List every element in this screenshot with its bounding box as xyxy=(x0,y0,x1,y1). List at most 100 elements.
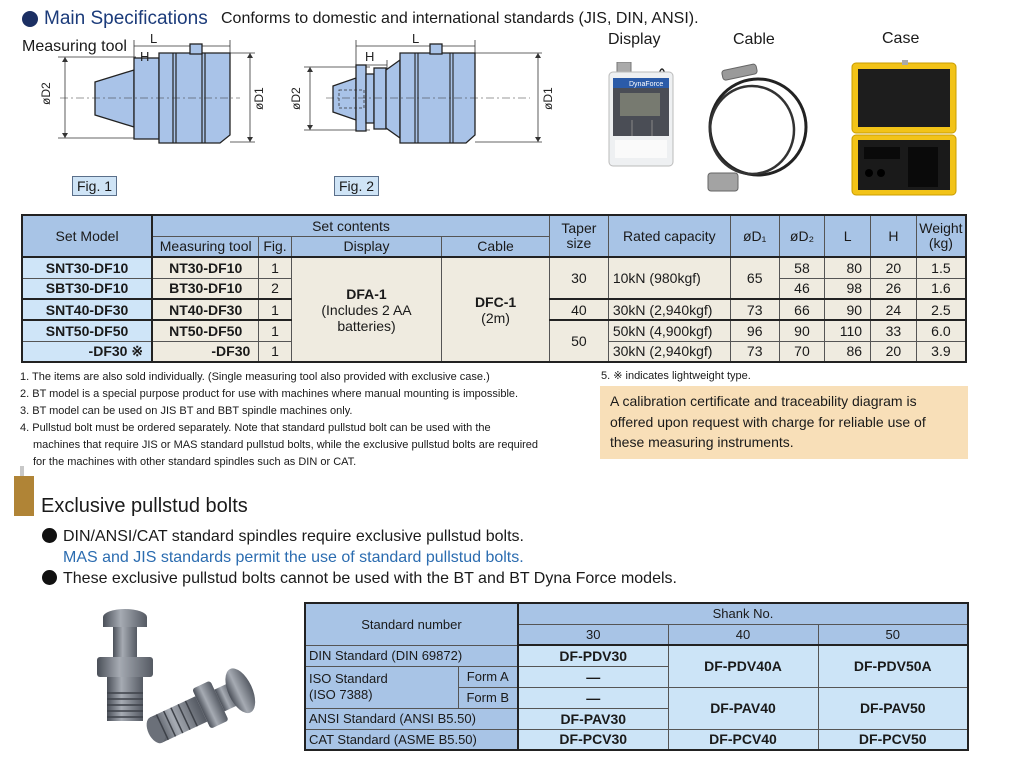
d2-cell: 66 xyxy=(778,298,826,321)
display-brand: DynaForce xyxy=(629,81,663,88)
bullet-1-subtext: MAS and JIS standards permit the use of … xyxy=(63,549,524,566)
h-cell: 24 xyxy=(870,298,917,321)
weight-cell: 3.9 xyxy=(915,340,967,363)
fig-cell: 2 xyxy=(258,277,292,300)
tool-cell: NT30-DF10 xyxy=(151,256,260,279)
l-cell: 86 xyxy=(824,340,872,363)
bullet-dot-icon xyxy=(42,570,57,585)
svg-text:H: H xyxy=(140,49,149,64)
measuring-tool-label: Measuring tool xyxy=(22,38,127,55)
note-4-cont: for the machines with other standard spi… xyxy=(33,456,357,468)
bullet-2-text: These exclusive pullstud bolts cannot be… xyxy=(63,570,677,587)
pullstud-bolt-image xyxy=(97,609,256,744)
display-cell: DFA-1 (Includes 2 AA batteries) xyxy=(290,256,443,363)
note-3: 3. BT model can be used on JIS BT and BB… xyxy=(20,405,353,417)
calibration-notice: A calibration certificate and traceabili… xyxy=(600,386,968,459)
din-50-cell: DF-PDV50A xyxy=(817,644,969,688)
table-row: SNT40-DF30 NT40-DF30 1 40 30kN (2,940kgf… xyxy=(21,298,967,321)
tool-cell: BT30-DF10 xyxy=(151,277,260,300)
ansi-30-cell: DF-PAV30 xyxy=(517,707,669,730)
cable-cell: DFC-1 (2m) xyxy=(441,256,550,363)
weight-cell: 6.0 xyxy=(915,319,967,342)
header-set-model: Set Model xyxy=(21,214,153,258)
capacity-cell: 50kN (4,900kgf) xyxy=(607,319,731,342)
taper-cell: 30 xyxy=(548,256,609,300)
tool-cell: NT50-DF50 xyxy=(151,319,260,342)
header-set-contents: Set contents xyxy=(151,214,550,237)
l-cell: 80 xyxy=(824,256,872,279)
d2-cell: 46 xyxy=(778,277,826,300)
weight-cell: 1.6 xyxy=(915,277,967,300)
fig-cell: 1 xyxy=(258,340,292,363)
h-cell: 26 xyxy=(870,277,917,300)
note-4-cont: machines that require JIS or MAS standar… xyxy=(33,439,539,451)
d2-cell: 58 xyxy=(778,256,826,279)
pullstud-section-title: Exclusive pullstud bolts xyxy=(41,495,248,517)
note-4: 4. Pullstud bolt must be ordered separat… xyxy=(20,422,491,434)
svg-text:H: H xyxy=(365,49,374,64)
case-image xyxy=(851,60,957,196)
iso-a-30-cell: — xyxy=(517,665,669,688)
fig2-label: Fig. 2 xyxy=(334,176,380,196)
header-shank-no: Shank No. xyxy=(517,602,969,625)
fig2-drawing: L H øD2 øD1 xyxy=(290,31,555,144)
iso-b-30-cell: — xyxy=(517,686,669,709)
table-row: ANSI Standard (ANSI B5.50) DF-PAV30 xyxy=(304,707,968,730)
table-row: -DF30 ※ -DF30 1 30kN (2,940kgf) 73 70 86… xyxy=(21,340,967,363)
h-cell: 20 xyxy=(870,340,917,363)
set-model-cell: SNT40-DF30 xyxy=(21,298,153,321)
form-a-label: Form A xyxy=(457,665,519,688)
d1-cell: 65 xyxy=(729,256,780,300)
pav-40-cell: DF-PAV40 xyxy=(667,686,819,730)
header-d2: øD₂ xyxy=(778,214,826,258)
standard-cat: CAT Standard (ASME B5.50) xyxy=(304,728,519,751)
capacity-cell: 10kN (980kgf) xyxy=(607,256,731,300)
fig-cell: 1 xyxy=(258,256,292,279)
weight-cell: 1.5 xyxy=(915,256,967,279)
fig-cell: 1 xyxy=(258,319,292,342)
note-2: 2. BT model is a special purpose product… xyxy=(20,388,519,400)
fig-cell: 1 xyxy=(258,298,292,321)
display-model: DFA-1 xyxy=(346,285,387,302)
note-1: 1. The items are also sold individually.… xyxy=(20,371,490,383)
d1-cell: 96 xyxy=(729,319,780,342)
pav-50-cell: DF-PAV50 xyxy=(817,686,969,730)
table-row: Form B — DF-PAV40 DF-PAV50 xyxy=(305,686,969,730)
header-shank-40: 40 xyxy=(667,623,819,646)
spec-table: Set Model Set contents Taper size Rated … xyxy=(21,214,967,363)
svg-text:L: L xyxy=(150,31,157,46)
taper-cell: 40 xyxy=(548,298,609,321)
d2-cell: 70 xyxy=(778,340,826,363)
header-l: L xyxy=(824,214,872,258)
case-label: Case xyxy=(882,30,920,47)
d2-cell: 90 xyxy=(778,319,826,342)
note-5: 5. ※ indicates lightweight type. xyxy=(601,370,751,382)
table-row: SNT50-DF50 NT50-DF50 1 50 50kN (4,900kgf… xyxy=(21,319,967,363)
header-shank-30: 30 xyxy=(517,623,669,646)
din-30-cell: DF-PDV30 xyxy=(517,644,669,667)
set-model-cell: SBT30-DF10 xyxy=(21,277,153,300)
standard-ansi: ANSI Standard (ANSI B5.50) xyxy=(304,707,519,730)
table-row: SNT30-DF10 NT30-DF10 1 DFA-1 (Includes 2… xyxy=(21,256,967,363)
bullet-dot-icon xyxy=(22,11,38,27)
table-row: SBT30-DF10 BT30-DF10 2 46 98 26 1.6 xyxy=(21,277,967,300)
cat-40-cell: DF-PCV40 xyxy=(667,728,819,751)
tool-cell: NT40-DF30 xyxy=(151,298,260,321)
l-cell: 98 xyxy=(824,277,872,300)
l-cell: 90 xyxy=(824,298,872,321)
set-model-cell: -DF30 ※ xyxy=(21,340,153,363)
header-display: Display xyxy=(290,235,443,258)
display-label: Display xyxy=(608,31,661,48)
tool-cell: -DF30 xyxy=(151,340,260,363)
pullstud-table: Standard number Shank No. 30 40 50 DIN S… xyxy=(304,602,969,751)
d1-cell: 73 xyxy=(729,298,780,321)
header-measuring-tool: Measuring tool xyxy=(151,235,260,258)
set-model-cell: SNT30-DF10 xyxy=(21,256,153,279)
svg-text:øD2: øD2 xyxy=(40,82,53,105)
header-standard-number: Standard number xyxy=(304,602,519,646)
svg-text:L: L xyxy=(412,31,419,46)
header-shank-50: 50 xyxy=(817,623,969,646)
cat-50-cell: DF-PCV50 xyxy=(817,728,969,751)
d1-cell: 73 xyxy=(729,340,780,363)
taper-cell: 50 xyxy=(548,319,609,363)
